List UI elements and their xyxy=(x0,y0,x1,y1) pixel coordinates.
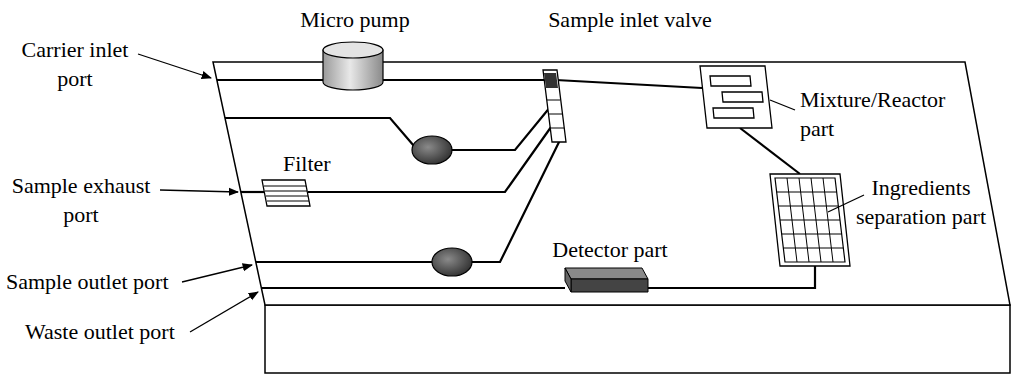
leader-line xyxy=(770,100,795,110)
pump-top xyxy=(323,42,383,58)
part-label: Sample exhaust port xyxy=(4,172,158,229)
filter-symbol xyxy=(262,180,310,206)
part-label: Ingredients separation part xyxy=(845,174,997,231)
chip-top-face xyxy=(213,62,1010,305)
waste-channel xyxy=(262,287,565,289)
inlet-valve-gate xyxy=(544,73,558,88)
filter-lines xyxy=(264,186,309,201)
part-label: Sample outlet port xyxy=(6,268,182,297)
chip-front-face xyxy=(265,305,1010,373)
part-label: Mixture/Reactor part xyxy=(800,86,972,143)
mixer-to-separation-channel xyxy=(740,128,800,174)
mixer-bar xyxy=(722,92,763,102)
part-label: Waste outlet port xyxy=(25,318,190,347)
separation-grid-lines xyxy=(777,178,844,262)
part-label: Filter xyxy=(283,150,363,179)
micro-channels xyxy=(217,80,815,288)
disc-valve xyxy=(412,136,452,164)
detector-front xyxy=(571,279,648,292)
sample-in-channel xyxy=(451,106,551,150)
port-arrow xyxy=(138,54,211,78)
exhaust-channel xyxy=(241,191,264,193)
waste-channel xyxy=(648,266,815,288)
inlet-valve-segments xyxy=(547,100,564,128)
sample-out-channel xyxy=(472,136,562,262)
port-arrow xyxy=(190,292,258,332)
disc-valve xyxy=(432,248,472,276)
port-arrow xyxy=(160,190,238,192)
mixer-outline xyxy=(700,66,772,128)
leader-lines xyxy=(138,54,864,332)
detector-side xyxy=(565,268,571,292)
separation-frame xyxy=(770,174,850,266)
sample-out-channel xyxy=(256,261,432,263)
exhaust-channel xyxy=(308,120,556,192)
separation-grid xyxy=(775,178,845,262)
valve-to-mixer-channel xyxy=(556,80,702,88)
inlet-valve xyxy=(543,70,566,142)
mixer-bar xyxy=(710,76,751,86)
detector-top xyxy=(565,268,648,279)
port-arrow xyxy=(182,265,252,282)
part-label: Detector part xyxy=(535,236,685,265)
part-label: Micro pump xyxy=(280,6,430,35)
part-label: Carrier inlet port xyxy=(5,36,145,93)
part-label: Sample inlet valve xyxy=(525,6,735,35)
sample-in-channel xyxy=(225,118,414,146)
mixer-bar xyxy=(713,108,754,118)
